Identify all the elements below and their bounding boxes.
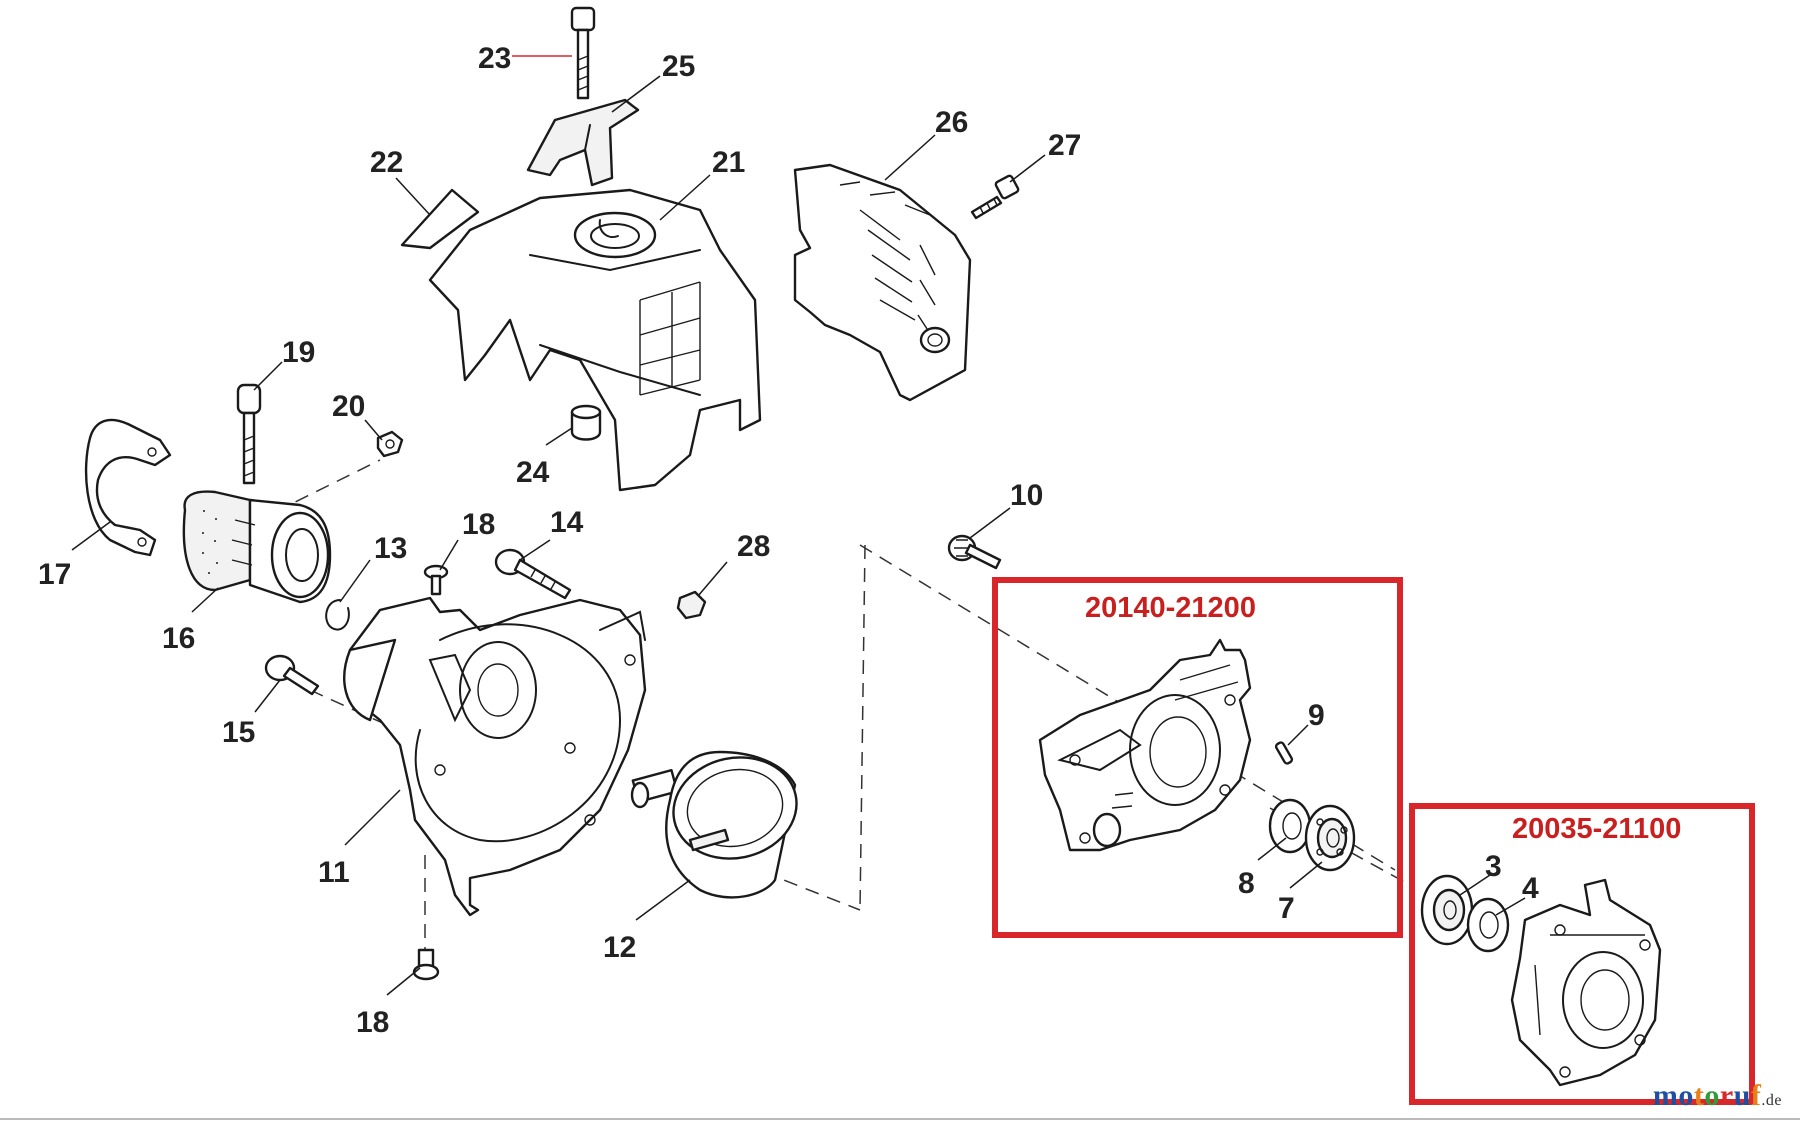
callout-15: 15 xyxy=(222,716,255,749)
leader-18b xyxy=(386,967,421,996)
leader-17 xyxy=(71,521,111,551)
callout-10: 10 xyxy=(1010,479,1043,512)
part-17-bracket xyxy=(84,418,172,557)
part-16-air-filter xyxy=(182,490,332,604)
leader-7 xyxy=(1289,861,1323,889)
leader-4 xyxy=(1495,897,1526,916)
kit-label-20140-21200: 20140-21200 xyxy=(1085,592,1256,624)
callout-14: 14 xyxy=(550,506,584,539)
leader-24 xyxy=(545,427,573,446)
part-21-top-cover xyxy=(428,188,762,492)
watermark-suffix: .de xyxy=(1761,1092,1782,1109)
leader-19 xyxy=(253,361,283,391)
callout-21: 21 xyxy=(712,146,745,179)
dash-line-filter xyxy=(274,459,381,513)
part-27-screw xyxy=(970,174,1020,220)
callout-22: 22 xyxy=(370,146,403,179)
callout-7: 7 xyxy=(1278,892,1295,925)
callout-4: 4 xyxy=(1522,872,1539,905)
callout-3: 3 xyxy=(1485,850,1502,883)
leader-8 xyxy=(1257,837,1287,861)
callout-8: 8 xyxy=(1238,867,1255,900)
part-18-screw-bottom xyxy=(412,948,440,981)
part-7-bearing xyxy=(1304,804,1356,872)
part-19-bolt xyxy=(236,383,262,485)
callout-25: 25 xyxy=(662,50,695,83)
part-4-oil-seal xyxy=(1466,897,1510,953)
leader-lines xyxy=(71,55,1526,996)
leader-13 xyxy=(339,559,371,603)
callout-26: 26 xyxy=(935,106,968,139)
callout-13: 13 xyxy=(374,532,407,565)
part-23-bolt xyxy=(570,6,596,100)
callout-9: 9 xyxy=(1308,699,1325,732)
part-13-snap-ring xyxy=(325,599,350,631)
leader-15 xyxy=(254,679,281,713)
callout-18-bottom: 18 xyxy=(356,1006,389,1039)
dash-line-vertical xyxy=(859,544,866,911)
leader-16 xyxy=(191,587,219,613)
part-20-nut xyxy=(376,430,404,458)
part-26-muffler-guard xyxy=(793,163,972,402)
callout-11: 11 xyxy=(318,856,350,889)
leader-18a xyxy=(439,539,459,571)
part-crankcase-half xyxy=(1038,638,1252,852)
part-18-screw-top xyxy=(423,564,449,596)
leader-12 xyxy=(635,879,691,921)
kit-box-20035-21100 xyxy=(1409,803,1755,1105)
part-15-bolt xyxy=(264,654,320,696)
callout-numbers: 23 25 22 21 26 27 19 20 24 17 16 13 18 1… xyxy=(38,42,1539,1039)
part-9-pin xyxy=(1274,741,1294,765)
part-11-fan-housing xyxy=(343,596,647,917)
kit-label-20035-21100: 20035-21100 xyxy=(1512,813,1681,845)
callout-12: 12 xyxy=(603,931,636,964)
callout-16: 16 xyxy=(162,622,195,655)
part-3-bearing xyxy=(1420,874,1474,946)
part-10-bolt xyxy=(947,534,1002,570)
leader-26 xyxy=(884,134,936,181)
leader-11 xyxy=(344,789,401,846)
leader-3 xyxy=(1459,874,1491,896)
callout-23: 23 xyxy=(478,42,511,75)
callout-19: 19 xyxy=(282,336,315,369)
part-25-clip xyxy=(526,98,640,187)
part-8-oil-seal xyxy=(1268,798,1312,854)
callout-17: 17 xyxy=(38,558,71,591)
callout-24: 24 xyxy=(516,456,550,489)
part-crankcase-cover xyxy=(1510,878,1662,1087)
leader-10 xyxy=(969,507,1011,539)
leader-20 xyxy=(364,419,383,441)
leader-25 xyxy=(611,75,661,113)
part-14-bolt xyxy=(494,548,572,600)
leader-28 xyxy=(697,561,728,597)
part-24-rubber-mount xyxy=(570,404,602,441)
leader-21 xyxy=(659,174,711,221)
leader-14 xyxy=(519,539,551,561)
callout-27: 27 xyxy=(1048,129,1081,162)
part-12-clutch-drum xyxy=(630,750,798,899)
leader-9 xyxy=(1287,724,1309,746)
kit-box-20140-21200 xyxy=(992,577,1403,938)
leader-27 xyxy=(1009,154,1046,183)
callout-28: 28 xyxy=(737,530,770,563)
watermark-logo: motoruf.de xyxy=(1653,1079,1782,1113)
watermark-text: motoruf xyxy=(1652,1079,1762,1112)
part-28-nut xyxy=(676,590,707,620)
part-22-decal xyxy=(400,188,480,250)
leader-22 xyxy=(395,177,431,216)
callout-20: 20 xyxy=(332,390,365,423)
callout-18-top: 18 xyxy=(462,508,495,541)
